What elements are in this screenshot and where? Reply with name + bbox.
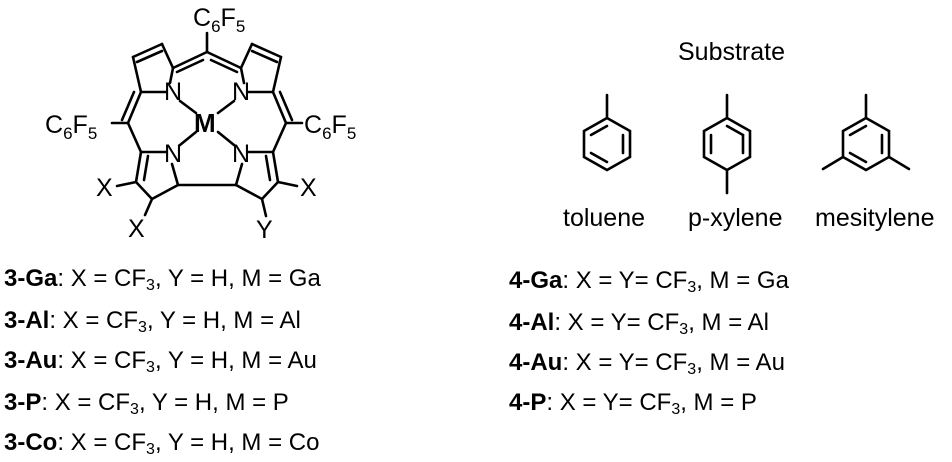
- substrate-heading: Substrate: [678, 38, 785, 66]
- compound-4-ga-row: 4-Ga: X = Y= CF3, M = Ga: [509, 266, 789, 296]
- compound-name: 4-Au: [509, 349, 563, 376]
- x-label-right: X: [300, 174, 317, 202]
- compound-rest-text: , Y = H, M = Al: [146, 307, 301, 334]
- compound-4-au-row: 4-Au: X = Y= CF3, M = Au: [509, 348, 785, 378]
- compound-subscript: 3: [687, 279, 697, 296]
- compound-x-text: : X = CF: [57, 265, 147, 292]
- compound-name: 3-Al: [4, 307, 50, 334]
- compound-name: 4-Al: [509, 309, 555, 336]
- compound-rest-text: , M = Ga: [696, 267, 789, 294]
- compound-subscript: 3: [146, 441, 155, 458]
- compound-rest-text: , Y = H, M = Co: [154, 429, 320, 456]
- compound-x-text: : X = Y= CF: [546, 389, 672, 416]
- toluene-structure: [582, 93, 632, 172]
- compound-x-text: : X = CF: [41, 389, 131, 416]
- compound-subscript: 3: [146, 277, 155, 294]
- compound-3-al-row: 3-Al: X = CF3, Y = H, M = Al: [4, 306, 301, 336]
- c6f5-label-right: C6F5: [304, 111, 356, 143]
- compound-name: 3-Ga: [4, 265, 58, 292]
- macrocycle-structure: [110, 31, 304, 218]
- compound-3-ga-row: 3-Ga: X = CF3, Y = H, M = Ga: [4, 264, 321, 294]
- substrate-name-toluene: toluene: [563, 204, 645, 232]
- nitrogen-label-top-right: N: [232, 78, 250, 106]
- mesitylene-structure: [821, 93, 911, 172]
- compound-subscript: 3: [687, 361, 697, 378]
- compound-4-p-row: 4-P: X = Y= CF3, M = P: [509, 388, 757, 418]
- compound-subscript: 3: [679, 321, 689, 338]
- compound-x-text: : X = CF: [57, 429, 147, 456]
- compound-name: 3-Co: [4, 429, 58, 456]
- compound-subscript: 3: [138, 319, 147, 336]
- compound-subscript: 3: [146, 359, 155, 376]
- c6f5-label-top: C6F5: [193, 4, 245, 36]
- c6f5-label-left: C6F5: [45, 111, 97, 143]
- substrate-name-p-xylene: p-xylene: [688, 204, 783, 232]
- compound-rest-text: , M = Au: [696, 349, 785, 376]
- compound-x-text: : X = Y= CF: [562, 267, 688, 294]
- compound-name: 3-Au: [4, 347, 58, 374]
- compound-rest-text: , Y = H, M = P: [138, 389, 289, 416]
- compound-x-text: : X = CF: [49, 307, 139, 334]
- compound-name: 4-Ga: [509, 267, 563, 294]
- compound-name: 3-P: [4, 389, 42, 416]
- compound-rest-text: , Y = H, M = Au: [154, 347, 317, 374]
- compound-rest-text: , M = P: [680, 389, 757, 416]
- compound-3-au-row: 3-Au: X = CF3, Y = H, M = Au: [4, 346, 317, 376]
- x-label-bottom: X: [128, 215, 145, 243]
- nitrogen-label-top-left: N: [164, 78, 182, 106]
- p-xylene-structure: [702, 93, 752, 195]
- compound-x-text: : X = CF: [57, 347, 147, 374]
- compound-3-p-row: 3-P: X = CF3, Y = H, M = P: [4, 388, 289, 418]
- x-label-left: X: [96, 174, 113, 202]
- compound-3-co-row: 3-Co: X = CF3, Y = H, M = Co: [4, 428, 319, 458]
- compound-name: 4-P: [509, 389, 547, 416]
- compound-x-text: : X = Y= CF: [554, 309, 680, 336]
- compound-subscript: 3: [671, 401, 681, 418]
- substrate-name-mesitylene: mesitylene: [815, 204, 935, 232]
- compound-x-text: : X = Y= CF: [562, 349, 688, 376]
- compound-rest-text: , Y = H, M = Ga: [154, 265, 321, 292]
- compound-4-al-row: 4-Al: X = Y= CF3, M = Al: [509, 308, 769, 338]
- compound-subscript: 3: [130, 401, 139, 418]
- nitrogen-label-bottom-right: N: [232, 140, 250, 168]
- nitrogen-label-bottom-left: N: [164, 140, 182, 168]
- metal-label: M: [194, 108, 216, 138]
- y-label: Y: [256, 216, 273, 244]
- compound-rest-text: , M = Al: [688, 309, 769, 336]
